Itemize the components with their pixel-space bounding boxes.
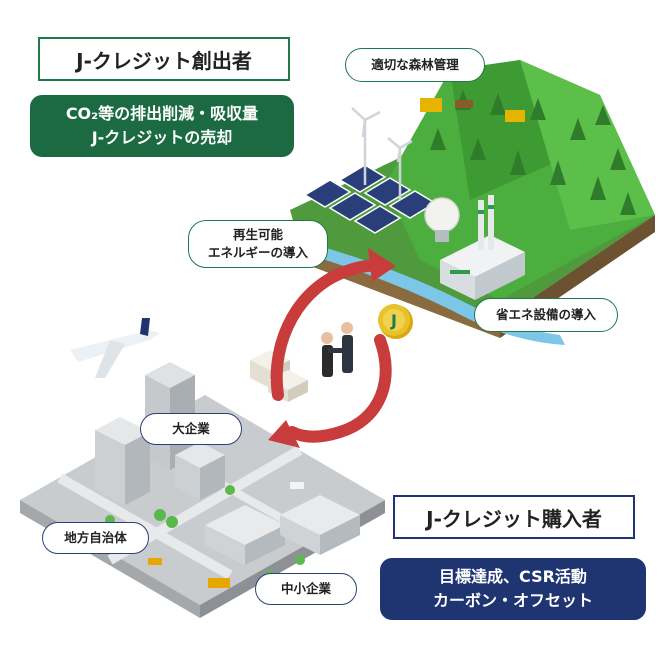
solar-panels <box>303 164 437 234</box>
creator-info-box: CO₂等の排出削減・吸収量 J-クレジットの売却 <box>30 95 294 157</box>
tag-renewable-line1: 再生可能 <box>232 226 283 242</box>
tag-renewable: 再生可能 エネルギーの導入 <box>188 220 328 268</box>
creator-info-line2: J-クレジットの売却 <box>91 128 233 147</box>
buyer-title: J-クレジット購入者 <box>393 495 635 539</box>
tag-sme: 中小企業 <box>255 573 357 605</box>
buyer-info-line2: カーボン・オフセット <box>432 591 593 610</box>
creator-title: J-クレジット創出者 <box>38 37 290 81</box>
light-bulb-icon <box>424 197 460 242</box>
tag-local-gov: 地方自治体 <box>42 522 149 554</box>
buyer-info-line1: 目標達成、CSR活動 <box>439 567 587 586</box>
factory <box>440 195 525 300</box>
tag-energy-saving: 省エネ設備の導入 <box>474 298 618 332</box>
tag-large-company: 大企業 <box>140 413 242 445</box>
tag-renewable-line2: エネルギーの導入 <box>207 245 308 260</box>
arrow-creator-to-buyer <box>286 334 392 443</box>
creator-info-line1: CO₂等の排出削減・吸収量 <box>65 104 259 123</box>
buyer-info-box: 目標達成、CSR活動 カーボン・オフセット <box>380 558 646 620</box>
city-buildings <box>95 362 360 565</box>
airplane-icon <box>70 318 160 378</box>
tag-forest: 適切な森林管理 <box>345 48 485 82</box>
coin-letter: J <box>390 311 397 330</box>
wind-turbines <box>351 107 413 200</box>
j-credit-coin: J <box>378 304 413 339</box>
handshake-people <box>321 322 353 377</box>
arrow-buyer-to-creator <box>270 259 386 401</box>
